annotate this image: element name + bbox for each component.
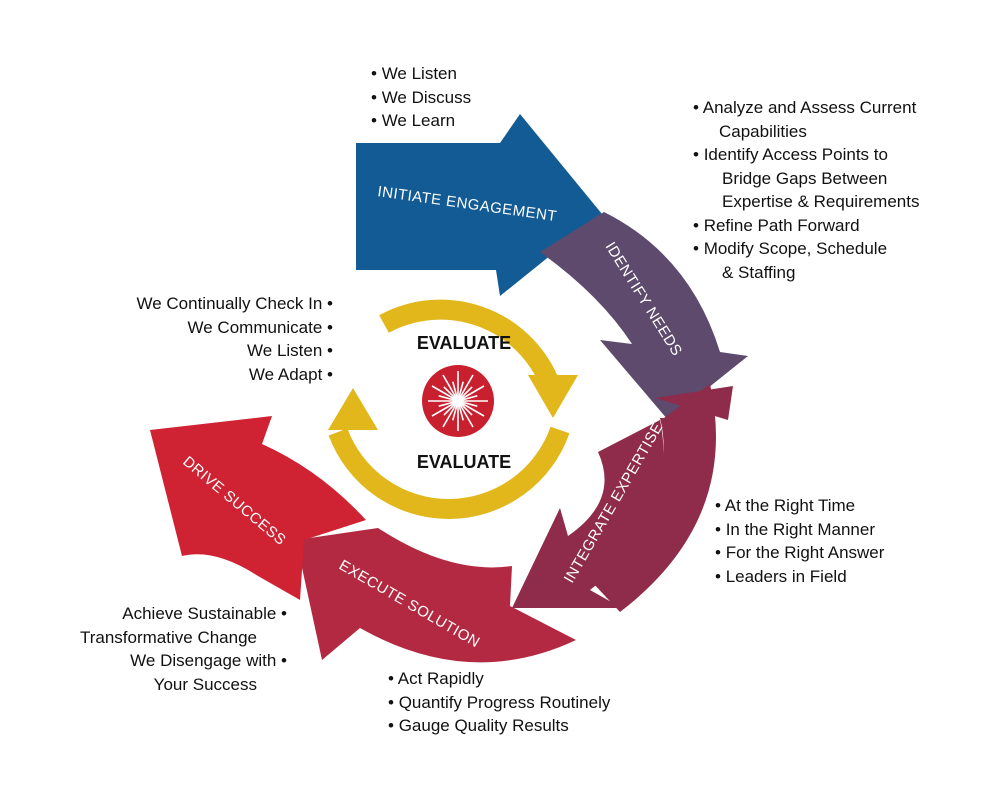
- star-ray: [442, 400, 459, 428]
- evaluate-bottom-label: EVALUATE: [417, 452, 511, 472]
- list-item: • Modify Scope, Schedule & Staffing: [693, 239, 888, 282]
- list-item: • At the Right Time: [715, 496, 856, 515]
- list-item: • In the Right Manner: [715, 519, 875, 539]
- list-item: • Refine Path Forward: [693, 215, 860, 235]
- drive-success-arrow: [150, 416, 366, 600]
- evaluate-ring-arrowhead-left: [328, 388, 378, 430]
- identify-needs-arrow: [540, 212, 748, 420]
- evaluate-ring-arrowhead-right: [528, 375, 578, 418]
- evaluate-ring: [328, 299, 578, 519]
- star-ray: [457, 374, 474, 402]
- identify-bullets: • Analyze and Assess Current Capabilitie…: [693, 96, 919, 284]
- star-ray: [431, 400, 459, 417]
- list-item: We Continually Check In •: [136, 294, 333, 313]
- list-item: • Gauge Quality Results: [388, 716, 569, 735]
- evaluate-ring-right-arc: [379, 299, 563, 396]
- initiate-bullets: • We Listen • We Discuss • We Learn: [371, 62, 471, 133]
- star-ray: [431, 385, 459, 402]
- star-ray: [457, 400, 485, 417]
- list-item: • Identify Access Points to Bridge Gaps …: [693, 145, 920, 211]
- execute-bullets: • Act Rapidly • Quantify Progress Routin…: [388, 667, 610, 738]
- initiate-engagement-arrow: [356, 114, 602, 296]
- list-item: • Leaders in Field: [715, 566, 847, 586]
- integrate-bullets: • At the Right Time • In the Right Manne…: [715, 494, 884, 588]
- list-item: We Adapt •: [248, 364, 333, 384]
- list-item: • For the Right Answer: [715, 543, 885, 562]
- list-item: • We Learn: [371, 111, 456, 130]
- list-item: We Communicate •: [187, 317, 333, 337]
- list-item: • Analyze and Assess Current Capabilitie…: [693, 98, 917, 141]
- star-ray: [457, 385, 485, 402]
- list-item: Achieve Sustainable • Transformative Cha…: [79, 604, 287, 647]
- compass-star-icon: [422, 365, 494, 437]
- list-item: We Listen •: [247, 341, 333, 360]
- evaluate-ring-left-arc: [328, 426, 570, 519]
- evaluate-bullets: We Continually Check In • We Communicate…: [136, 292, 333, 386]
- list-item: • Act Rapidly: [388, 669, 484, 688]
- star-ray: [442, 374, 459, 402]
- drive-bullets: Achieve Sustainable • Transformative Cha…: [80, 602, 287, 696]
- star-ray: [457, 400, 474, 428]
- list-item: We Disengage with • Your Success: [130, 651, 287, 694]
- execute-solution-arrow: [296, 528, 576, 663]
- list-item: • We Discuss: [371, 87, 472, 107]
- integrate-expertise-arrow-body: [512, 420, 664, 608]
- list-item: • We Listen: [371, 64, 457, 83]
- integrate-expertise-arrow: [592, 384, 733, 612]
- list-item: • Quantify Progress Routinely: [388, 692, 611, 712]
- evaluate-top-label: EVALUATE: [417, 333, 511, 353]
